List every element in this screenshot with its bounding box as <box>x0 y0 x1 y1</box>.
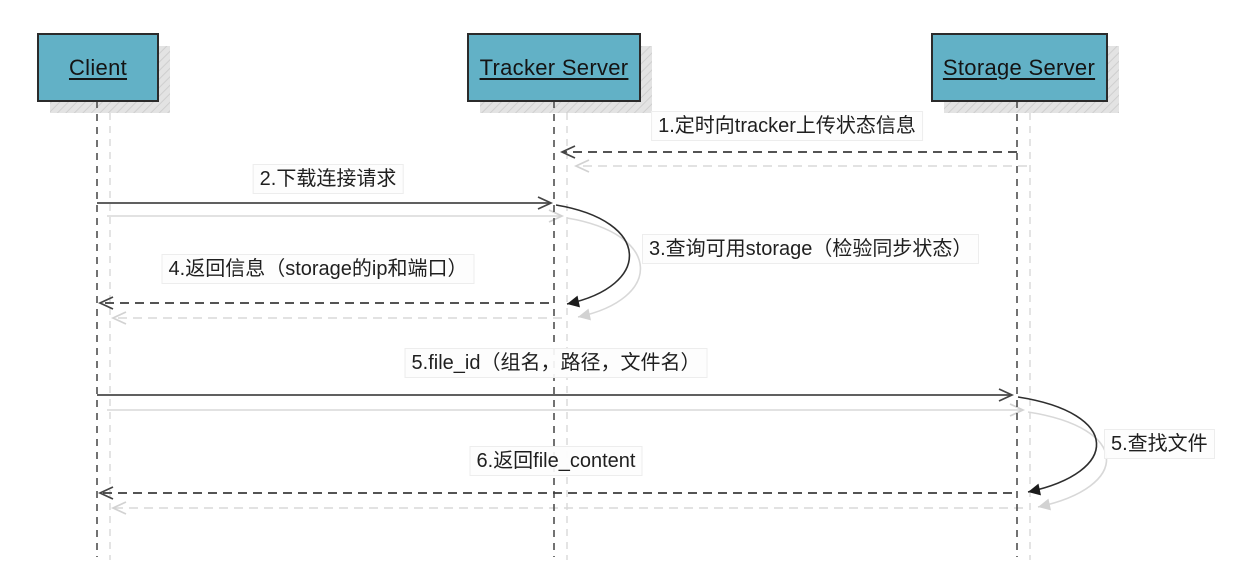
message-6-label: 6.返回file_content <box>469 446 643 476</box>
actor-storage-box <box>931 33 1108 102</box>
message-4-label: 4.返回信息（storage的ip和端口） <box>161 254 475 284</box>
actor-tracker-label: Tracker Server <box>479 55 629 80</box>
message-5b-loop-shadow <box>1027 411 1108 511</box>
message-1-label: 1.定时向tracker上传状态信息 <box>651 111 923 141</box>
actor-tracker-box <box>467 33 641 102</box>
message-5-label: 5.file_id（组名，路径，文件名） <box>404 348 708 378</box>
actor-client-label: Client <box>68 55 128 80</box>
message-5b-label: 5.查找文件 <box>1104 429 1215 459</box>
message-3-loop-shadow <box>566 217 642 321</box>
message-2-label: 2.下载连接请求 <box>252 164 404 194</box>
message-3-self-loop <box>555 204 631 308</box>
message-3-label: 3.查询可用storage（检验同步状态） <box>642 234 980 264</box>
actor-client-box <box>37 33 159 102</box>
actor-storage-label: Storage Server <box>942 55 1096 80</box>
message-5b-self-loop <box>1017 396 1098 496</box>
